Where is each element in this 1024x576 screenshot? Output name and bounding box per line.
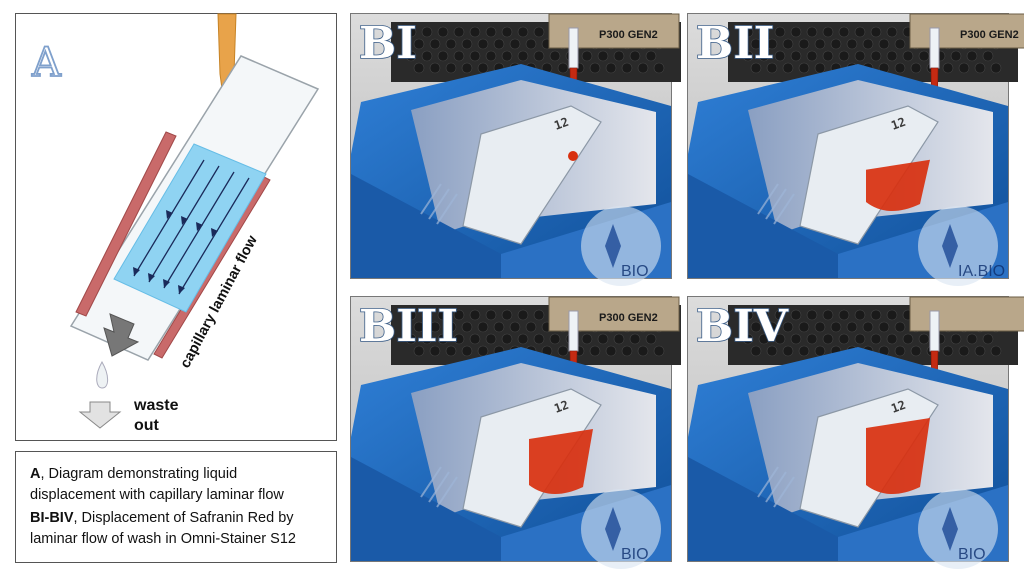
star-logo-icon [605, 224, 621, 268]
panel-a-label: A [31, 40, 62, 86]
bio-logo-text: IA.BIO [958, 263, 1005, 280]
diagram-panel-a: A [15, 13, 337, 441]
glass-slide [69, 55, 320, 361]
red-stain [866, 159, 930, 212]
device-label: P300 GEN2 [960, 29, 1019, 41]
photo-panel-bii: P300 GEN2 12 IA.BIO BII [687, 13, 1024, 286]
bio-logo-text: BIO [621, 263, 649, 280]
red-stain [568, 151, 578, 161]
star-logo-icon [942, 507, 958, 551]
photo-label: BIII [359, 301, 458, 352]
star-logo-icon [605, 507, 621, 551]
figure-caption: A, Diagram demonstrating liquid displace… [15, 451, 337, 563]
red-stain [529, 429, 593, 495]
red-stain [866, 418, 930, 495]
down-arrow-icon [78, 401, 122, 429]
star-logo-icon [942, 224, 958, 268]
out-label: out [134, 417, 160, 434]
waste-droplet-icon [96, 360, 109, 389]
photo-label: BIV [696, 301, 789, 352]
slide-number-label: 12 [552, 398, 570, 416]
laminar-flow-diagram: A [30, 13, 320, 434]
device-label: P300 GEN2 [599, 29, 658, 41]
slide-number-label: 12 [552, 115, 570, 133]
device-label: P300 GEN2 [599, 312, 658, 324]
photo-label: BII [696, 18, 774, 69]
bio-logo-text: BIO [958, 546, 986, 563]
slide-number-label: 12 [889, 115, 907, 133]
photo-panel-bi: P300 GEN2 12 BIO BI [350, 13, 681, 286]
waste-label: waste [133, 397, 179, 414]
bio-logo-text: BIO [621, 546, 649, 563]
caption-line-b: BI-BIV, Displacement of Safranin Red by … [30, 510, 296, 547]
outflow-arrow-icon [103, 313, 140, 357]
slide-number-label: 12 [889, 398, 907, 416]
caption-line-a: A, Diagram demonstrating liquid displace… [30, 466, 284, 503]
photo-panel-biv: 12 BIO BIV [687, 296, 1024, 569]
photo-panel-biii: P300 GEN2 12 BIO BIII [350, 296, 681, 569]
photo-label: BI [359, 18, 417, 69]
